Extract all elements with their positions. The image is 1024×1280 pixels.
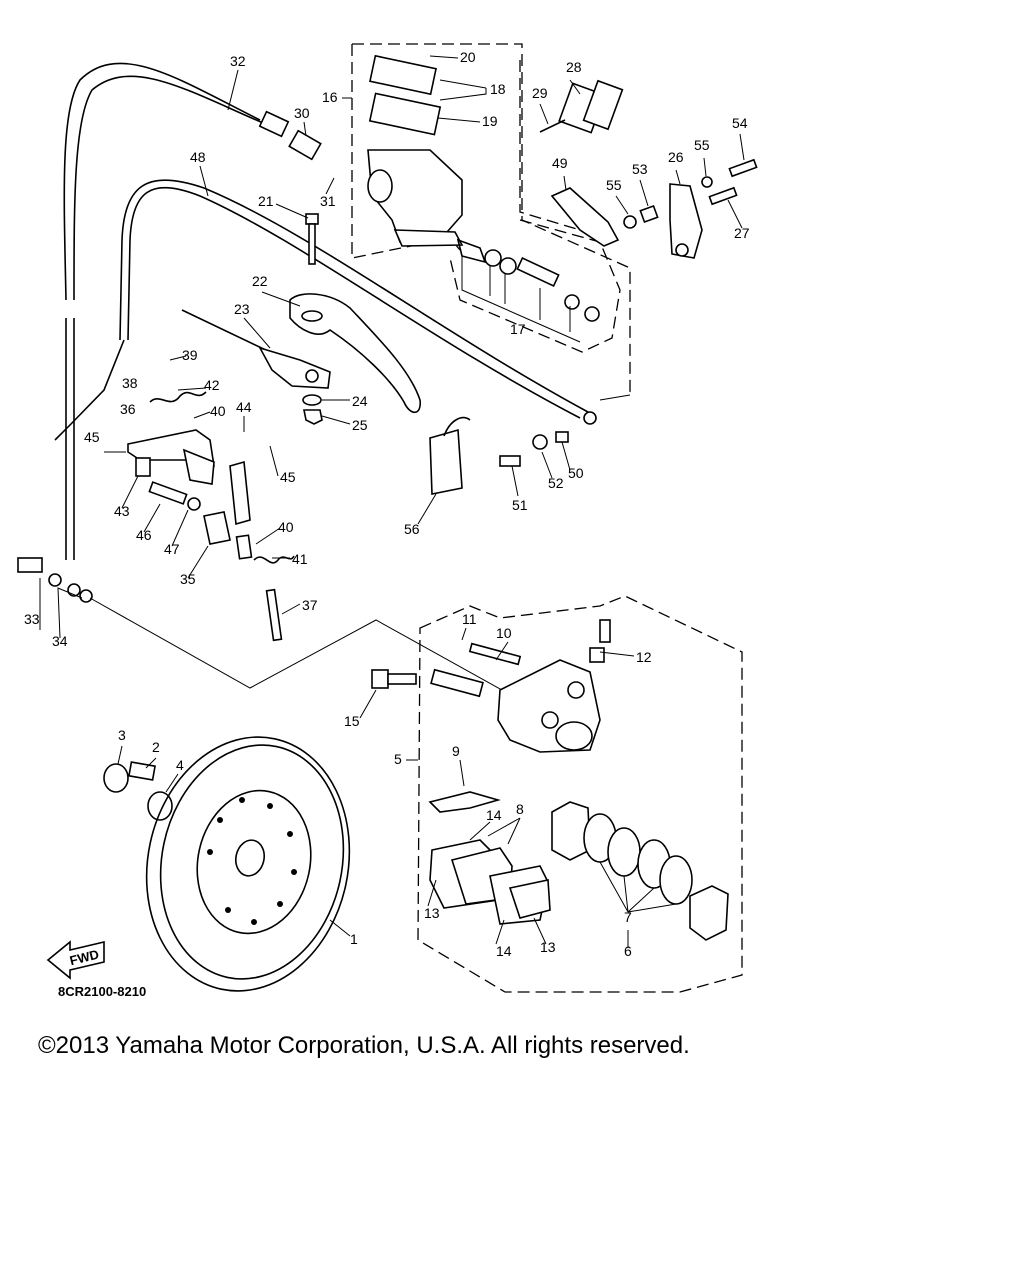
callout-16: 16: [322, 89, 338, 105]
piston-kit-17: [456, 238, 600, 343]
callout-10: 10: [496, 625, 512, 641]
callout-41: 41: [292, 551, 308, 567]
callout-25: 25: [352, 417, 368, 433]
reservoir-switch-outline: [519, 60, 601, 237]
callout-4: 4: [176, 757, 184, 773]
hand-lever-22: [289, 293, 421, 414]
callout-28: 28: [566, 59, 582, 75]
callout-18: 18: [490, 81, 506, 97]
callout-39: 39: [182, 347, 198, 363]
leader-lines: [39, 55, 745, 948]
caliper-pistons-6-7: [551, 801, 729, 941]
brake-pads-13-14: [429, 839, 551, 925]
brake-disc-1: [145, 736, 351, 992]
callout-19: 19: [482, 113, 498, 129]
bracket-26: [669, 183, 703, 259]
callout-23: 23: [234, 301, 250, 317]
callout-37: 37: [302, 597, 318, 613]
bolt-21: [305, 213, 319, 265]
small-fasteners: [623, 158, 758, 229]
disc-hardware-2-3-4: [103, 761, 173, 821]
warning-tag-56: [429, 416, 471, 495]
callout-30: 30: [294, 105, 310, 121]
callout-17: 17: [510, 321, 526, 337]
brake-switch-28: [539, 79, 624, 134]
callout-13b: 13: [540, 939, 556, 955]
lever-49: [550, 187, 620, 247]
callout-1: 1: [350, 931, 358, 947]
callout-3: 3: [118, 727, 126, 743]
callout-11: 11: [462, 611, 477, 627]
hydraulic-route: [89, 394, 631, 701]
callout-47: 47: [164, 541, 180, 557]
callout-14b: 14: [496, 943, 512, 959]
fasteners-50-52: [499, 431, 569, 467]
callout-46: 46: [136, 527, 152, 543]
callouts: 1 2 3 4 5 6 7 8 9 10 11 12 13 13 14 14 1…: [24, 49, 750, 959]
bolt-15: [371, 669, 417, 689]
callout-22: 22: [252, 273, 268, 289]
callout-50: 50: [568, 465, 584, 481]
callout-31: 31: [320, 193, 336, 209]
copyright-notice: ©2013 Yamaha Motor Corporation, U.S.A. A…: [38, 1032, 690, 1059]
callout-51: 51: [512, 497, 528, 513]
callout-40b: 40: [278, 519, 294, 535]
callout-44: 44: [236, 399, 252, 415]
bolts-37-46: [148, 481, 283, 642]
callout-40a: 40: [210, 403, 226, 419]
fwd-label: FWD: [68, 947, 100, 969]
callout-6: 6: [624, 943, 632, 959]
callout-15: 15: [344, 713, 360, 729]
callout-56: 56: [404, 521, 420, 537]
callout-32: 32: [230, 53, 246, 69]
brake-cable-48: [54, 179, 597, 441]
callout-36: 36: [120, 401, 136, 417]
callout-45a: 45: [84, 429, 100, 445]
washer-nut-24-25: [302, 394, 323, 425]
callout-29: 29: [532, 85, 548, 101]
exploded-parts-diagram: FWD 8CR2100-8210 1 2 3 4 5 6 7 8 9 10 11…: [17, 43, 758, 999]
callout-34: 34: [52, 633, 68, 649]
callout-27: 27: [734, 225, 750, 241]
pad-spring-9: [428, 791, 501, 813]
callout-53: 53: [632, 161, 648, 177]
spring-41-42: [149, 391, 295, 564]
callout-33: 33: [24, 611, 40, 627]
callout-8: 8: [516, 801, 524, 817]
callout-45b: 45: [280, 469, 296, 485]
callout-21: 21: [258, 193, 274, 209]
callout-35: 35: [180, 571, 196, 587]
drawing-code: 8CR2100-8210: [58, 984, 146, 999]
callout-9: 9: [452, 743, 460, 759]
callout-7: 7: [624, 909, 632, 925]
callout-24: 24: [352, 393, 368, 409]
caliper-group-outline: [417, 595, 743, 993]
callout-20: 20: [460, 49, 476, 65]
brake-cable-32: [63, 62, 322, 560]
callout-12: 12: [636, 649, 652, 665]
callout-55a: 55: [606, 177, 622, 193]
lever-bracket-23: [181, 309, 331, 389]
forward-arrow-icon: FWD: [46, 940, 105, 980]
callout-48: 48: [190, 149, 206, 165]
master-cylinder: [367, 54, 464, 247]
callout-5: 5: [394, 751, 402, 767]
callout-13a: 13: [424, 905, 440, 921]
callout-52: 52: [548, 475, 564, 491]
callout-38: 38: [122, 375, 138, 391]
link-rod-35: [203, 460, 253, 560]
rear-arm-36: [127, 429, 215, 485]
callout-26: 26: [668, 149, 684, 165]
callout-42: 42: [204, 377, 220, 393]
bolt-33-washers-34: [17, 557, 93, 603]
callout-14a: 14: [486, 807, 502, 823]
callout-49: 49: [552, 155, 568, 171]
callout-54: 54: [732, 115, 748, 131]
callout-55b: 55: [694, 137, 710, 153]
caliper-assembly-5: [430, 619, 611, 753]
callout-2: 2: [152, 739, 160, 755]
callout-43: 43: [114, 503, 130, 519]
